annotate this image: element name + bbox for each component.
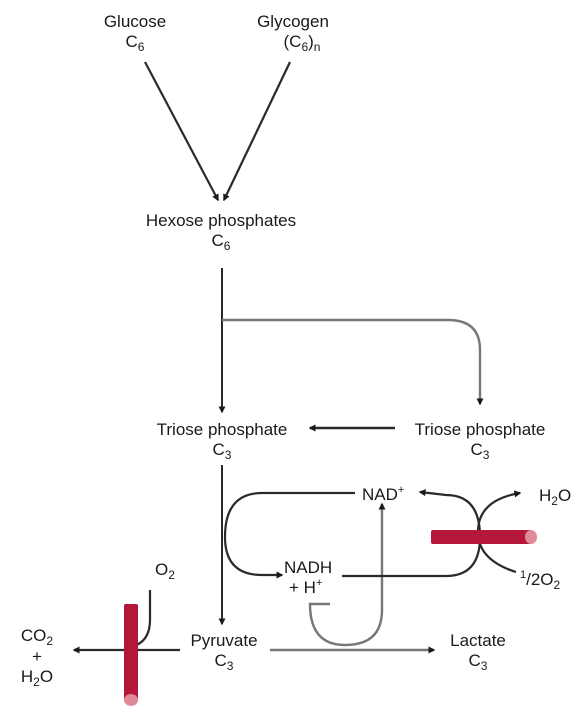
hexose-branch-arrow — [222, 318, 484, 406]
nadh-lactate-loop-arrow — [308, 502, 386, 647]
lactate-label: Lactate C3 — [450, 631, 506, 673]
glucose-label: Glucose C6 — [103, 12, 167, 54]
nadh-label: NADH + H+ — [284, 558, 333, 597]
hexose-phosphates-label: Hexose phosphates C6 — [145, 211, 297, 253]
glycogen-to-hexose-arrow — [223, 61, 291, 202]
glycogen-label: Glycogen (C6)n — [257, 12, 329, 54]
nad-reduction-arrow — [223, 491, 355, 579]
glucose-to-hexose-arrow — [144, 61, 219, 202]
half-oxygen-label: 1/2O2 — [520, 569, 561, 592]
oxygen-label: O2 — [155, 560, 175, 582]
membrane-end-left — [124, 694, 138, 706]
mitochondrial-membrane-right — [431, 530, 531, 544]
membrane-end-right — [525, 530, 537, 544]
water-label: H2O — [539, 486, 572, 508]
triose-phosphate-right-label: Triose phosphate C3 — [414, 420, 546, 462]
triose-phosphate-left-label: Triose phosphate C3 — [156, 420, 288, 462]
co2-h2o-label: CO2 + H2O — [20, 626, 54, 689]
mitochondrial-membrane-left — [124, 604, 138, 700]
nad-plus-label: NAD+ — [362, 484, 405, 504]
pyruvate-label: Pyruvate C3 — [190, 631, 258, 673]
